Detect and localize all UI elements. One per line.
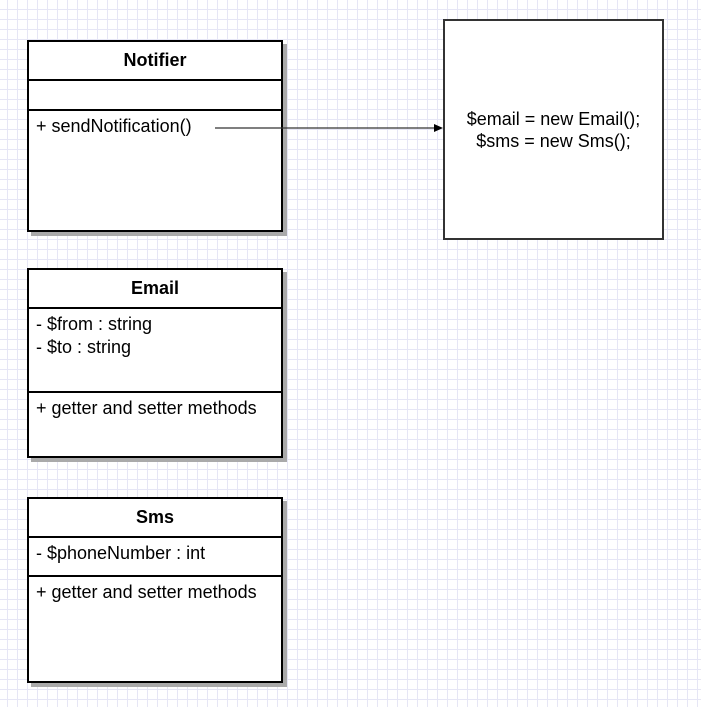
class-email[interactable]: Email - $from : string - $to : string + …: [27, 268, 283, 458]
class-notifier[interactable]: Notifier + sendNotification(): [27, 40, 283, 232]
attribute: - $phoneNumber : int: [36, 543, 206, 563]
arrowhead-icon: [434, 124, 443, 132]
class-name: Notifier: [29, 42, 281, 81]
class-name: Sms: [29, 499, 281, 538]
method: + getter and setter methods: [36, 582, 257, 602]
attribute: - $to : string: [36, 337, 132, 357]
note-box[interactable]: $email = new Email(); $sms = new Sms();: [443, 19, 664, 240]
class-name: Email: [29, 270, 281, 309]
method: + sendNotification(): [36, 116, 192, 136]
note-line: $email = new Email();: [466, 108, 641, 129]
attribute: - $from : string: [36, 314, 153, 334]
attributes-section: - $phoneNumber : int: [29, 538, 281, 577]
method: + getter and setter methods: [36, 398, 257, 418]
class-sms[interactable]: Sms - $phoneNumber : int + getter and se…: [27, 497, 283, 683]
note-line: $sms = new Sms();: [476, 130, 631, 151]
attributes-section: - $from : string - $to : string: [29, 309, 281, 393]
attributes-section: [29, 81, 281, 111]
